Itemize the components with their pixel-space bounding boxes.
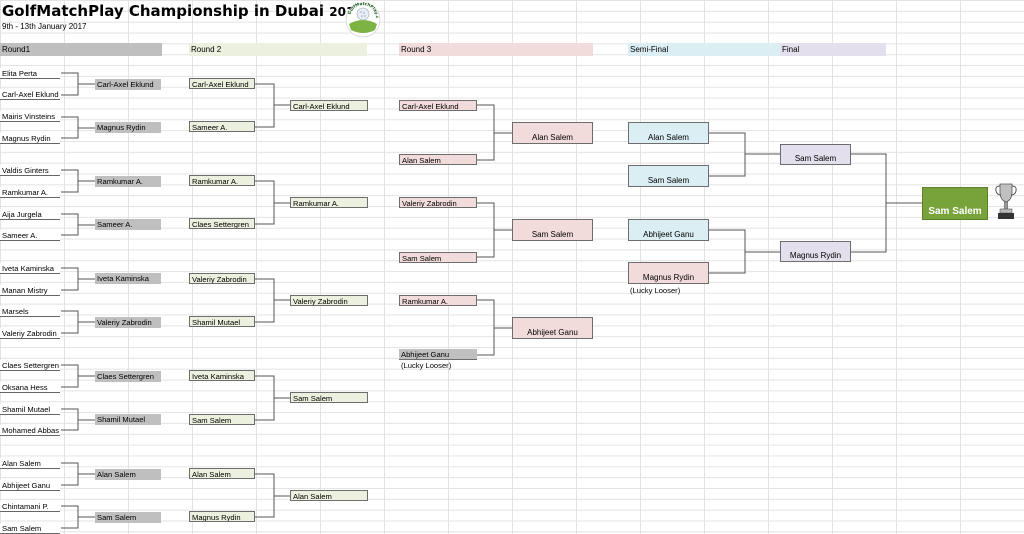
round1-player: Carl-Axel Eklund xyxy=(0,89,60,100)
round2-player: Claes Settergren xyxy=(189,218,255,229)
title-text: GolfMatchPlay Championship in Dubai xyxy=(2,2,325,20)
round2-player: Shamil Mutael xyxy=(189,316,255,327)
lucky-looser-note: (Lucky Looser) xyxy=(630,286,681,295)
round1-player: Iveta Kaminska xyxy=(0,263,60,274)
round2-player: Carl-Axel Eklund xyxy=(189,78,255,89)
round1-player: Aija Jurgela xyxy=(0,209,60,220)
round3-winner: Abhijeet Ganu xyxy=(512,317,593,339)
round2-winner: Carl-Axel Eklund xyxy=(290,100,368,111)
lucky-looser-note: (Lucky Looser) xyxy=(401,361,452,370)
round1-player: Shamil Mutael xyxy=(0,404,60,415)
round2-winner: Ramkumar A. xyxy=(290,197,368,208)
round1-player: Oksana Hess xyxy=(0,382,60,393)
round1-winner: Magnus Rydin xyxy=(95,122,161,133)
round2-player: Sam Salem xyxy=(189,414,255,425)
round3-player: Sam Salem xyxy=(399,252,477,263)
round1-player: Ramkumar A. xyxy=(0,187,60,198)
round3-player: Valeriy Zabrodin xyxy=(399,197,477,208)
semifinal-player: Alan Salem xyxy=(628,122,709,144)
round2-header: Round 2 xyxy=(189,43,367,56)
semifinal-player: Magnus Rydin xyxy=(628,262,709,284)
round1-player: Mairis Vinsteins xyxy=(0,111,60,122)
round2-winner: Alan Salem xyxy=(290,490,368,501)
semifinal-header: Semi-Final xyxy=(628,43,780,56)
final-header: Final xyxy=(780,43,886,56)
round1-player: Chintamani P. xyxy=(0,501,60,512)
round1-winner: Alan Salem xyxy=(95,469,161,480)
final-player: Magnus Rydin xyxy=(780,241,851,262)
round2-player: Iveta Kaminska xyxy=(189,370,255,381)
round2-player: Valeriy Zabrodin xyxy=(189,273,255,284)
round1-player: Elita Perta xyxy=(0,68,60,79)
trophy-icon xyxy=(995,183,1017,219)
round2-player: Ramkumar A. xyxy=(189,175,255,186)
round3-winner: Sam Salem xyxy=(512,219,593,241)
golf-ball-logo-icon: GolfMatchPlay.com xyxy=(344,1,381,38)
round1-winner: Carl-Axel Eklund xyxy=(95,79,161,90)
round1-winner: Iveta Kaminska xyxy=(95,273,161,284)
round2-winner: Sam Salem xyxy=(290,392,368,403)
champion-box: Sam Salem xyxy=(922,187,988,220)
round1-player: Marsels xyxy=(0,306,60,317)
round3-player: Alan Salem xyxy=(399,154,477,165)
semifinal-player: Sam Salem xyxy=(628,165,709,187)
round1-winner: Claes Settergren xyxy=(95,371,161,382)
event-dates: 9th - 13th January 2017 xyxy=(2,22,87,31)
round1-player: Mohamed Abbas xyxy=(0,425,60,436)
round1-header: Round1 xyxy=(0,43,162,56)
round2-player: Magnus Rydin xyxy=(189,511,255,522)
round3-player: Carl-Axel Eklund xyxy=(399,100,477,111)
round1-winner: Sam Salem xyxy=(95,512,161,523)
round1-winner: Sameer A. xyxy=(95,219,161,230)
round3-winner: Alan Salem xyxy=(512,122,593,144)
round1-player: Valeriy Zabrodin xyxy=(0,328,60,339)
round3-player: Abhijeet Ganu xyxy=(399,349,477,360)
round1-player: Sameer A. xyxy=(0,230,60,241)
round2-player: Sameer A. xyxy=(189,121,255,132)
round1-player: Manan Mistry xyxy=(0,285,60,296)
round1-winner: Shamil Mutael xyxy=(95,414,161,425)
round1-winner: Ramkumar A. xyxy=(95,176,161,187)
round1-player: Magnus Rydin xyxy=(0,133,60,144)
round3-player: Ramkumar A. xyxy=(399,295,477,306)
round1-player: Claes Settergren xyxy=(0,360,60,371)
round3-header: Round 3 xyxy=(399,43,593,56)
round1-player: Abhijeet Ganu xyxy=(0,480,60,491)
round2-winner: Valeriy Zabrodin xyxy=(290,295,368,306)
round1-player: Alan Salem xyxy=(0,458,60,469)
round1-winner: Valeriy Zabrodin xyxy=(95,317,161,328)
semifinal-player: Abhijeet Ganu xyxy=(628,219,709,241)
round1-player: Valdis Ginters xyxy=(0,165,60,176)
final-player: Sam Salem xyxy=(780,144,851,165)
round2-player: Alan Salem xyxy=(189,468,255,479)
